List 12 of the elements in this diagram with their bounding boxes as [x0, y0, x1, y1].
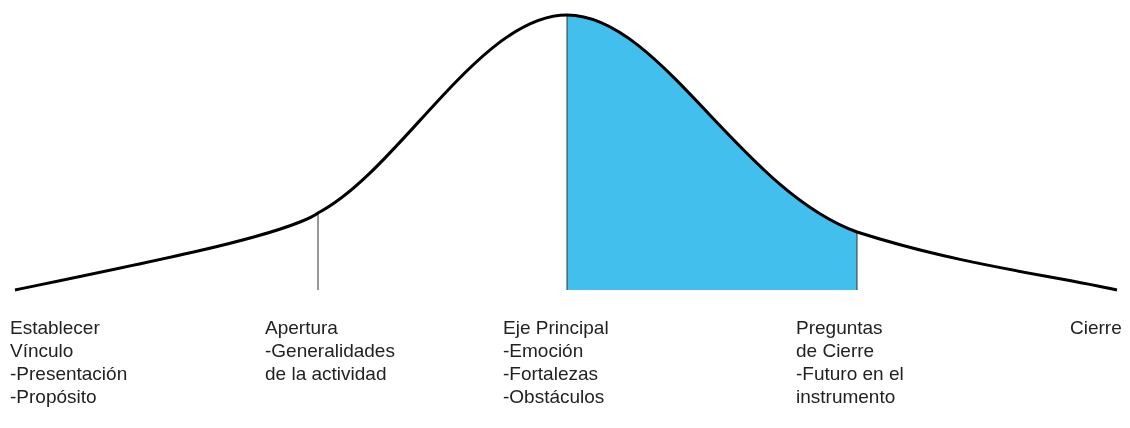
stage-heading: Apertura: [265, 316, 339, 339]
stage-item: -Propósito: [10, 385, 98, 408]
stage-heading: Cierre: [1070, 316, 1123, 339]
stage-heading: Establecer Vínculo: [10, 316, 101, 362]
stage-item: -Futuro en el instrumento: [796, 362, 905, 408]
stage-heading: Preguntas de Cierre: [796, 316, 884, 362]
stage-item: -Fortalezas: [503, 362, 600, 385]
stage-item: -Emoción: [503, 339, 585, 362]
stage-item: -Generalidades de la actividad: [265, 339, 396, 385]
stage-item: -Presentación: [10, 362, 129, 385]
stage-item: -Obstáculos: [503, 385, 606, 408]
stage-heading: Eje Principal: [503, 316, 610, 339]
